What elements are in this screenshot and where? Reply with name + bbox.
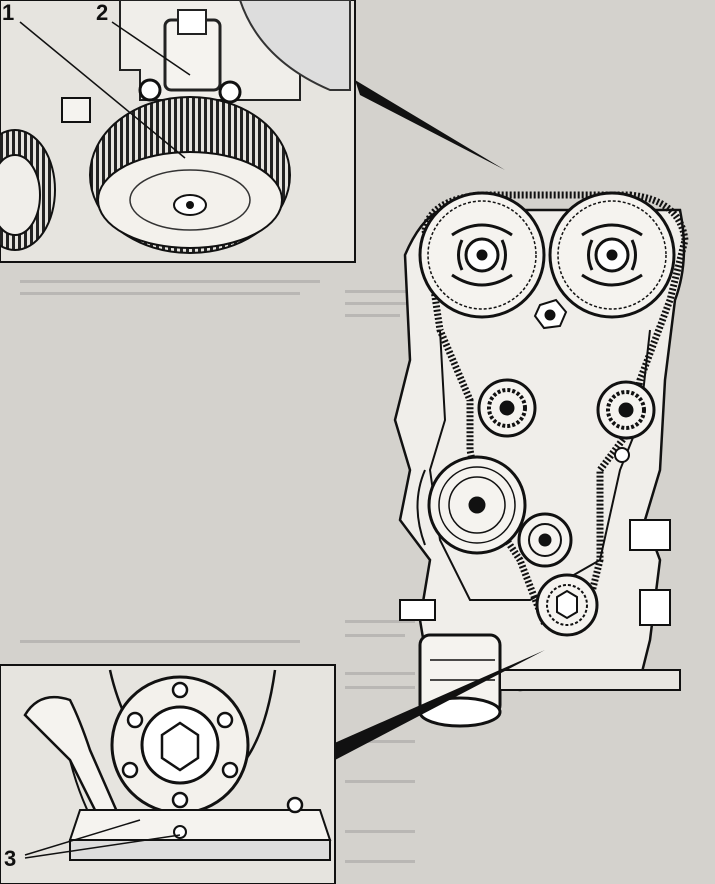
inset-pointer-bottom xyxy=(330,650,545,760)
background-bleed-text xyxy=(20,280,415,863)
inset-pointer-top xyxy=(355,80,505,170)
callout-label-2: 2 xyxy=(96,0,109,25)
callout-label-3: 3 xyxy=(4,846,17,871)
engine-front-view xyxy=(393,191,689,728)
inset-camshaft-detail xyxy=(0,0,356,263)
inset-crankshaft-lock-detail xyxy=(0,664,336,884)
callout-label-1: 1 xyxy=(2,0,15,25)
